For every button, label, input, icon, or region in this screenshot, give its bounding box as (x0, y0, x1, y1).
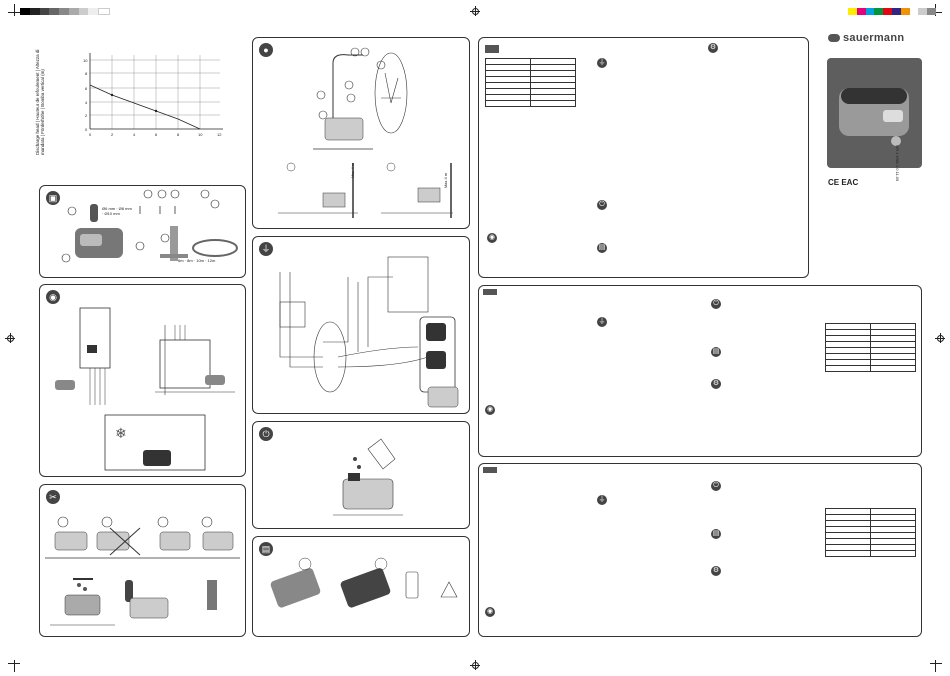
color-swatch (927, 8, 936, 15)
crop-mark (935, 660, 936, 672)
brand-logo: sauermann (828, 32, 904, 44)
spec-table (825, 323, 916, 372)
y-tick: 2 (85, 113, 88, 118)
drop-icon: ● (259, 43, 273, 57)
discharge-head-chart: 10 8 6 4 2 0 0 2 4 6 8 10 12 (83, 53, 223, 137)
panel-contents: ▣ Ø6 mm · Ø8 mm · Ø10 mm 6m · 8m · 10m ·… (39, 185, 246, 278)
doc-ref: NTi 1 HSB 1.0 11.09 (895, 145, 900, 182)
power-icon: ⏻ (711, 299, 721, 309)
dim-label: Max 4 m (443, 172, 449, 189)
spec-table (485, 58, 576, 107)
logo-icon (828, 34, 840, 42)
panel-text-2: ⏚ ◉ ⏻ ▤ ⚙ (478, 285, 922, 457)
panel-power: ⏻ (252, 421, 470, 529)
brand-name: sauermann (843, 32, 905, 44)
language-flag (483, 467, 497, 473)
language-flag (483, 289, 497, 295)
registration-mark (470, 6, 480, 16)
tube-note: 6m · 8m · 10m · 12m (178, 258, 216, 263)
color-swatch (918, 8, 928, 15)
eye-icon: ◉ (487, 233, 497, 243)
color-bar (848, 8, 936, 15)
y-tick: 0 (85, 127, 88, 132)
alarm-icon: ▤ (711, 347, 721, 357)
spec-table (825, 508, 916, 557)
eye-icon: ◉ (485, 405, 495, 415)
gear-icon: ⚙ (708, 43, 718, 53)
color-swatch (874, 8, 884, 15)
color-swatch (865, 8, 875, 15)
y-axis-label: Discharge head | Hauteur de refoulement … (35, 49, 45, 155)
x-tick: 4 (133, 132, 136, 137)
cable-note: Ø6 mm · Ø8 mm · Ø10 mm (102, 206, 132, 216)
plug-icon: ⏚ (597, 58, 607, 68)
x-tick: 2 (111, 132, 114, 137)
eye-icon: ◉ (46, 290, 60, 304)
y-tick: 4 (85, 100, 88, 105)
color-swatch (891, 8, 901, 15)
y-tick: 6 (85, 86, 88, 91)
panel-drain: ● Max 4 m Max 4 m (252, 37, 470, 229)
color-swatch (909, 8, 919, 15)
panel-maintenance: ✂ (39, 484, 246, 637)
panel-text-1: ◉ ⏚ ⏻ ▤ ⚙ (478, 37, 809, 278)
panel-installation: ◉ ❄ (39, 284, 246, 477)
crop-mark (930, 663, 942, 664)
alarm-icon: ▤ (711, 529, 721, 539)
gear-icon: ⚙ (711, 379, 721, 389)
alarm-icon: ▤ (597, 243, 607, 253)
panel-alarm: ▤ (252, 536, 470, 637)
dim-label: Max 4 m (350, 162, 356, 179)
registration-mark (470, 660, 480, 670)
y-tick: 10 (83, 58, 88, 63)
color-swatch (883, 8, 892, 15)
plug-icon: ⏚ (597, 495, 607, 505)
eye-icon: ◉ (485, 607, 495, 617)
color-swatch (856, 8, 866, 15)
x-tick: 10 (198, 132, 203, 137)
power-icon: ⏻ (711, 481, 721, 491)
svg-text:❄: ❄ (115, 425, 127, 441)
power-icon: ⏻ (259, 427, 273, 441)
certification-marks: CE EAC (828, 178, 859, 187)
box-icon: ▣ (46, 191, 60, 205)
x-tick: 12 (217, 132, 222, 137)
crop-mark (14, 4, 15, 16)
x-tick: 0 (89, 132, 92, 137)
crop-mark (930, 12, 942, 13)
y-tick: 8 (85, 71, 88, 76)
wrench-icon: ✂ (46, 490, 60, 504)
plug-icon: ⏚ (259, 242, 273, 256)
greyscale-bar (20, 8, 111, 15)
product-photo (827, 58, 922, 168)
registration-mark (935, 333, 945, 343)
color-swatch (900, 8, 910, 15)
registration-mark (5, 333, 15, 343)
language-flag (485, 45, 499, 53)
power-icon: ⏻ (597, 200, 607, 210)
gear-icon: ⚙ (711, 566, 721, 576)
x-tick: 6 (155, 132, 158, 137)
plug-icon: ⏚ (597, 317, 607, 327)
alarm-icon: ▤ (259, 542, 273, 556)
panel-text-3: ⏚ ◉ ⏻ ▤ ⚙ (478, 463, 922, 637)
crop-mark (14, 660, 15, 672)
panel-wiring: ⏚ (252, 236, 470, 414)
x-tick: 8 (177, 132, 180, 137)
color-swatch (848, 8, 857, 15)
